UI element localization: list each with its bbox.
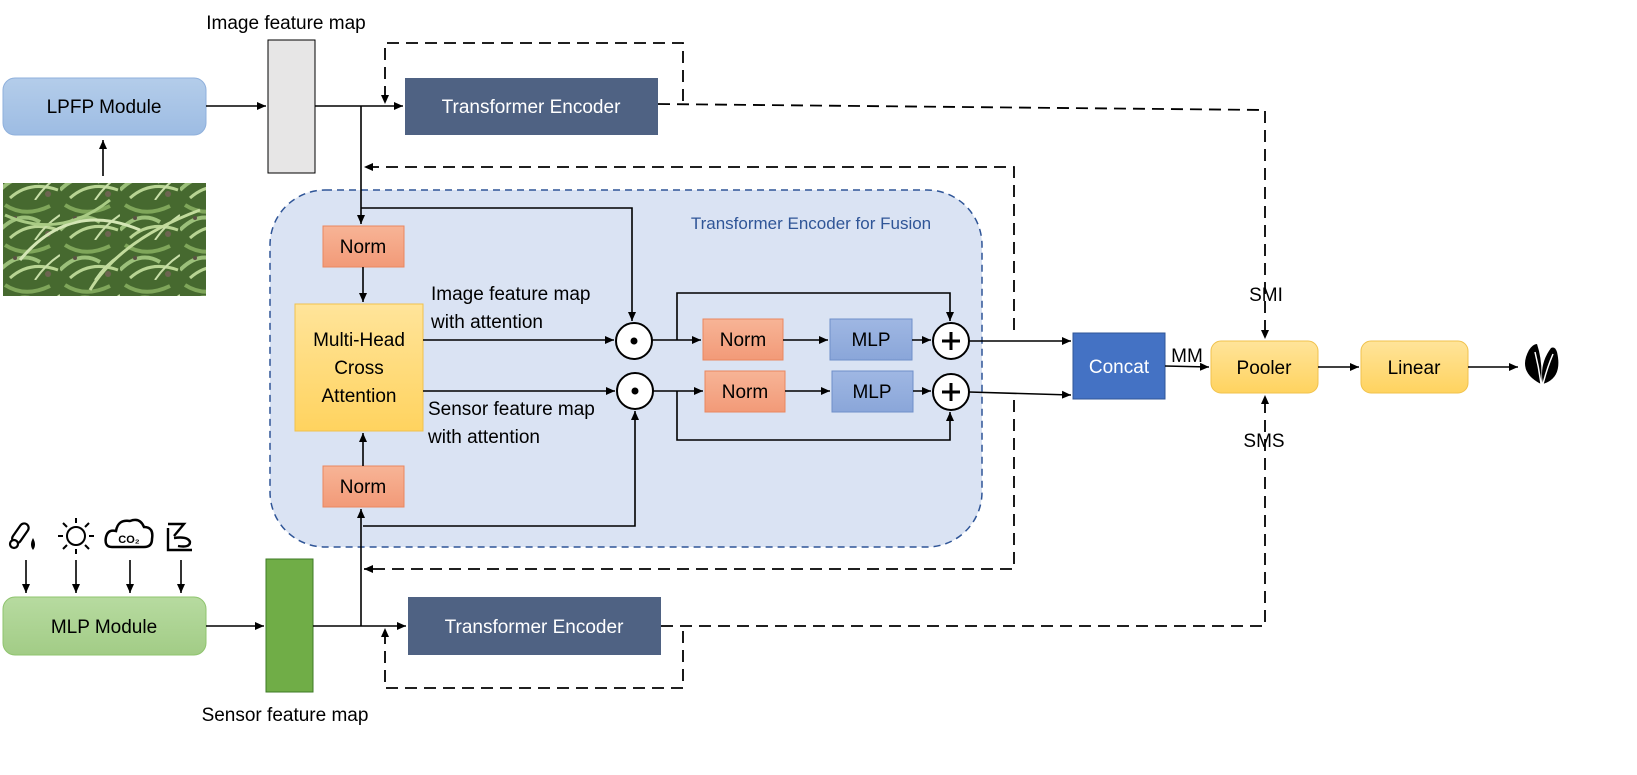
sensor-feature-map-bar — [265, 558, 314, 693]
transformer-encoder-bottom-label: Transformer Encoder — [445, 617, 624, 638]
concat-label: Concat — [1089, 357, 1150, 378]
fusion-title: Transformer Encoder for Fusion — [691, 214, 931, 233]
smi-label: SMI — [1249, 285, 1283, 306]
transformer-encoder-bottom: Transformer Encoder — [408, 597, 661, 655]
image-feature-map-label: Image feature map — [206, 13, 365, 34]
norm-block-top: Norm — [322, 225, 405, 268]
leaf-icon — [1525, 344, 1559, 385]
sensor-attention-label-2: with attention — [427, 427, 540, 448]
linear-label: Linear — [1388, 358, 1441, 379]
crop-photo — [3, 183, 206, 296]
transformer-encoder-top: Transformer Encoder — [405, 78, 658, 135]
dashed-connectors — [364, 42, 1269, 689]
mhca-line3: Attention — [322, 386, 397, 407]
mhca-line2: Cross — [334, 358, 384, 379]
multiply-operator-row2 — [616, 372, 654, 410]
lpfp-module: LPFP Module — [2, 77, 207, 136]
soil-moisture-icon — [166, 522, 192, 552]
sun-icon — [58, 518, 94, 554]
pooler-label: Pooler — [1237, 358, 1293, 379]
mlp-module: MLP Module — [2, 596, 207, 656]
image-feature-map-bar — [267, 39, 316, 174]
fusion-region — [269, 189, 983, 548]
add-operator-row2 — [932, 373, 970, 411]
sms-label: SMS — [1243, 431, 1284, 452]
image-attention-label-1: Image feature map — [431, 284, 590, 305]
norm-block-row1: Norm — [702, 318, 784, 361]
norm-block-bottom-label: Norm — [340, 477, 386, 498]
sensor-attention-label-1: Sensor feature map — [428, 399, 595, 420]
multiply-operator-row1 — [615, 322, 653, 360]
pooler-block: Pooler — [1210, 340, 1319, 394]
mlp-row1-label: MLP — [851, 330, 890, 351]
svg-text:CO₂: CO₂ — [118, 534, 140, 546]
image-attention-label-2: with attention — [430, 312, 543, 333]
norm-row1-label: Norm — [720, 330, 766, 351]
mlp-row2-label: MLP — [852, 382, 891, 403]
mlp-block-row2: MLP — [831, 370, 914, 413]
temperature-humidity-icon — [8, 522, 35, 550]
mm-label: MM — [1171, 346, 1203, 367]
norm-block-bottom: Norm — [322, 465, 405, 508]
mhca-line1: Multi-Head — [313, 330, 405, 351]
add-operator-row1 — [932, 322, 970, 360]
solid-connectors — [22, 102, 1518, 630]
norm-block-top-label: Norm — [340, 237, 386, 258]
norm-block-row2: Norm — [704, 370, 786, 413]
mlp-block-row1: MLP — [829, 318, 913, 361]
mlp-module-label: MLP Module — [51, 617, 157, 638]
linear-block: Linear — [1360, 340, 1469, 394]
lpfp-module-label: LPFP Module — [47, 97, 162, 118]
concat-block: Concat — [1072, 332, 1166, 400]
norm-row2-label: Norm — [722, 382, 768, 403]
multi-head-cross-attention: Multi-Head Cross Attention — [294, 303, 424, 432]
co2-cloud-icon: CO₂ — [104, 518, 154, 549]
transformer-encoder-top-label: Transformer Encoder — [442, 97, 621, 118]
sensor-feature-map-label: Sensor feature map — [202, 705, 369, 726]
